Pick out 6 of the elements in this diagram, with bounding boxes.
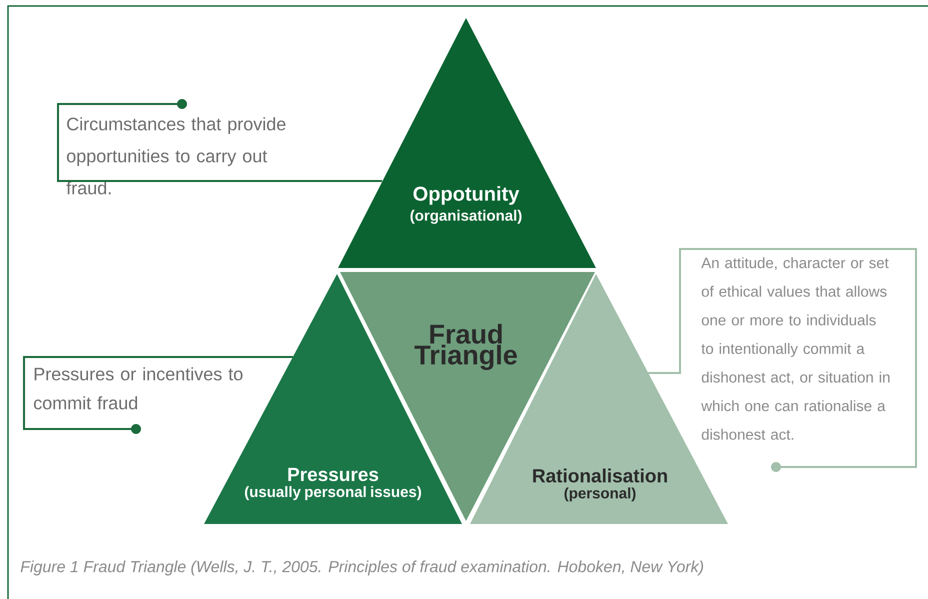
leader-line (648, 248, 917, 472)
leader-line (57, 99, 382, 182)
triangle: Oppotunity (organisational) (338, 18, 596, 268)
callout-text: Circumstances that provide opportunities to carry out fraud. (66, 117, 286, 194)
leader-line (23, 356, 293, 434)
caption: Figure 1 Fraud Triangle (Wells, J. T., 2005. Principles of fraud examination. Hoboken, New York) (20, 560, 704, 576)
